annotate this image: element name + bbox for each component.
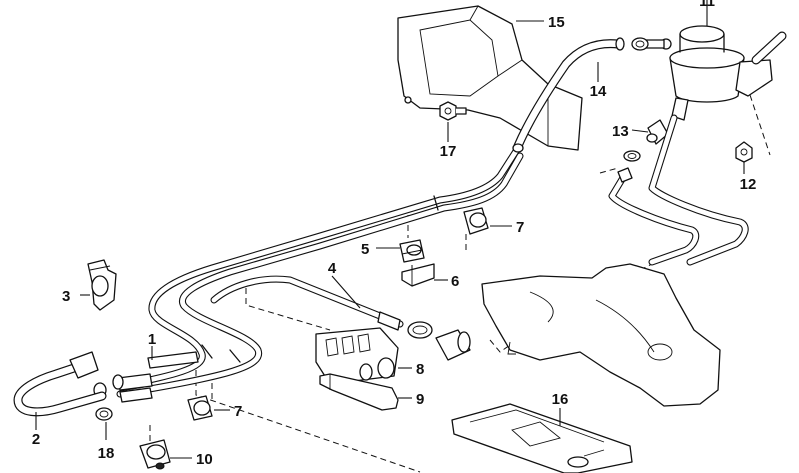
u-hose-part-2 <box>13 351 107 417</box>
callout-4: 4 <box>328 260 337 277</box>
callout-12: 12 <box>740 176 757 193</box>
nut-part-17-top <box>439 101 467 121</box>
clamp-part-5 <box>399 239 425 263</box>
clip-part-10 <box>139 439 171 470</box>
hidden-reference-lines <box>149 94 771 473</box>
callout-7-bottom: 7 <box>234 403 242 420</box>
hose-clamp-top <box>631 37 649 51</box>
callout-18: 18 <box>98 445 115 462</box>
callout-9: 9 <box>416 391 424 408</box>
callout-11: 11 <box>699 0 715 10</box>
clip-part-3 <box>87 259 117 311</box>
fuel-lines-main <box>116 143 524 398</box>
callout-5: 5 <box>361 241 369 258</box>
plate-part-16 <box>451 403 633 473</box>
clip-block-part-8 <box>315 327 399 385</box>
line-part-4 <box>210 275 433 339</box>
callout-2: 2 <box>32 431 40 448</box>
callout-15: 15 <box>548 14 565 31</box>
hose-piece-part-13 <box>623 119 669 162</box>
callout-17-top: 17 <box>440 143 457 160</box>
hose-part-14 <box>513 37 625 151</box>
canister-part-11 <box>643 25 787 121</box>
callout-16: 16 <box>552 391 569 408</box>
clamp-part-18 <box>95 407 113 421</box>
fuel-tank <box>481 263 721 407</box>
callout-8: 8 <box>416 361 424 378</box>
bracket-part-6 <box>401 263 435 287</box>
bracket-part-9 <box>319 373 399 411</box>
leader-lines <box>35 0 745 459</box>
vent-lines-right <box>608 114 749 266</box>
callout-1: 1 <box>148 331 156 348</box>
callout-10: 10 <box>196 451 213 468</box>
clip-part-7-top <box>463 207 489 235</box>
connector-hose <box>435 329 471 361</box>
callout-13: 13 <box>612 123 629 140</box>
nut-part-12 <box>735 141 753 163</box>
callout-7-top: 7 <box>516 219 524 236</box>
callout-labels: 15 11 14 17 13 12 7 5 6 4 3 1 2 8 9 7 18… <box>32 0 757 468</box>
line-ends-part-1 <box>93 351 199 403</box>
callout-6: 6 <box>451 273 459 290</box>
callout-14: 14 <box>590 83 607 100</box>
callout-3: 3 <box>62 288 70 305</box>
clip-part-7-bottom <box>187 395 213 421</box>
